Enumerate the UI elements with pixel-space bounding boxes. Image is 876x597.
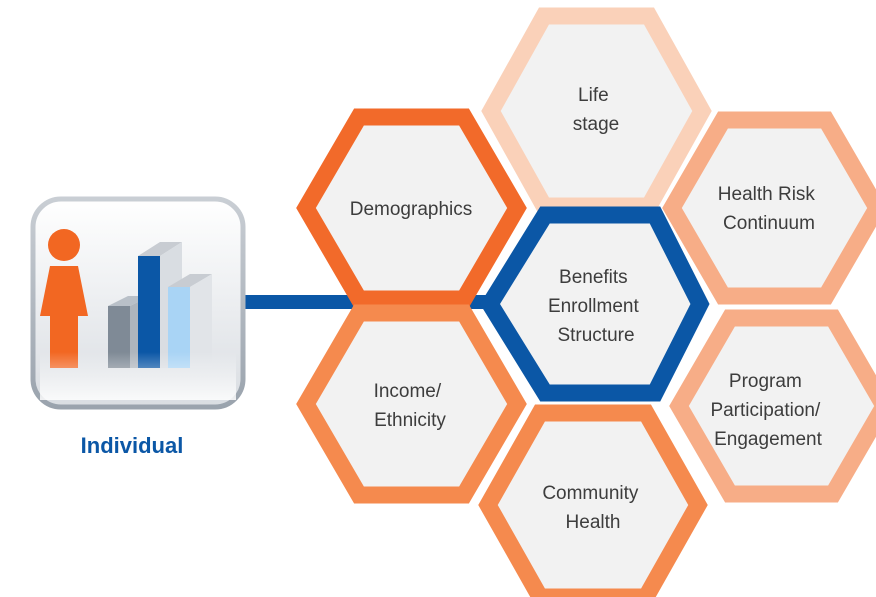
hexagon-program-participation-engagement-label: Program Participation/ Engagement (710, 371, 825, 450)
hexagon-benefits-enrollment-structure-line-2: Enrollment (548, 296, 640, 317)
hexagon-demographics-label: Demographics (350, 199, 473, 220)
individual-icon-reflection (40, 352, 236, 400)
hexagon-health-risk-continuum-line-2: Continuum (723, 213, 815, 234)
hexagon-income-ethnicity-line-2: Ethnicity (374, 410, 446, 431)
individual-label: Individual (81, 433, 184, 458)
hexagon-benefits-enrollment-structure-line-3: Structure (557, 325, 634, 346)
hexagon-life-stage-label: Life stage (573, 85, 619, 135)
hexagon-program-participation-engagement-shape (669, 309, 876, 503)
bar-chart-icon (108, 242, 212, 368)
hexagon-income-ethnicity-line-1: Income/ (374, 381, 442, 402)
hexagon-community-health-line-1: Community (542, 483, 639, 504)
hexagon-health-risk-continuum-line-1: Health Risk (718, 184, 816, 205)
hexagon-benefits-enrollment-structure-line-1: Benefits (559, 267, 628, 288)
hexagon-life-stage-shape (481, 7, 712, 215)
hexagon-program-participation-engagement-line-3: Engagement (714, 429, 822, 450)
hexagon-program-participation-engagement-line-2: Participation/ (710, 400, 821, 421)
hexagon-life-stage: Life stage (481, 7, 712, 215)
person-icon (40, 229, 88, 368)
hexagon-health-risk-continuum-shape (662, 111, 876, 305)
hexagon-community-health-line-2: Health (566, 512, 621, 533)
hexagon-life-stage-line-2: stage (573, 114, 619, 135)
hexagon-benefits-enrollment-structure-label: Benefits Enrollment Structure (548, 267, 644, 346)
hexagon-income-ethnicity-label: Income/ Ethnicity (374, 381, 447, 431)
hexagon-community-health-shape (478, 404, 708, 597)
hexagon-demographics-line-1: Demographics (350, 199, 473, 220)
hexagon-benefits-enrollment-structure-shape (480, 206, 710, 402)
hexagon-demographics-shape (296, 108, 527, 308)
hexagon-health-risk-continuum: Health Risk Continuum (662, 111, 876, 305)
hexagon-demographics: Demographics (296, 108, 527, 308)
hexagon-community-health: Community Health (478, 404, 708, 597)
hexagon-income-ethnicity-shape (296, 304, 527, 504)
hexagon-program-participation-engagement-line-1: Program (729, 371, 802, 392)
hexagon-life-stage-line-1: Life (578, 85, 609, 106)
hexagon-program-participation-engagement: Program Participation/ Engagement (669, 309, 876, 503)
hexagon-community-health-label: Community Health (542, 483, 643, 533)
hexagon-benefits-enrollment-structure: Benefits Enrollment Structure (480, 206, 710, 402)
hexagon-health-risk-continuum-label: Health Risk Continuum (718, 184, 820, 234)
individual-icon (30, 196, 246, 410)
hexagon-income-ethnicity: Income/ Ethnicity (296, 304, 527, 504)
